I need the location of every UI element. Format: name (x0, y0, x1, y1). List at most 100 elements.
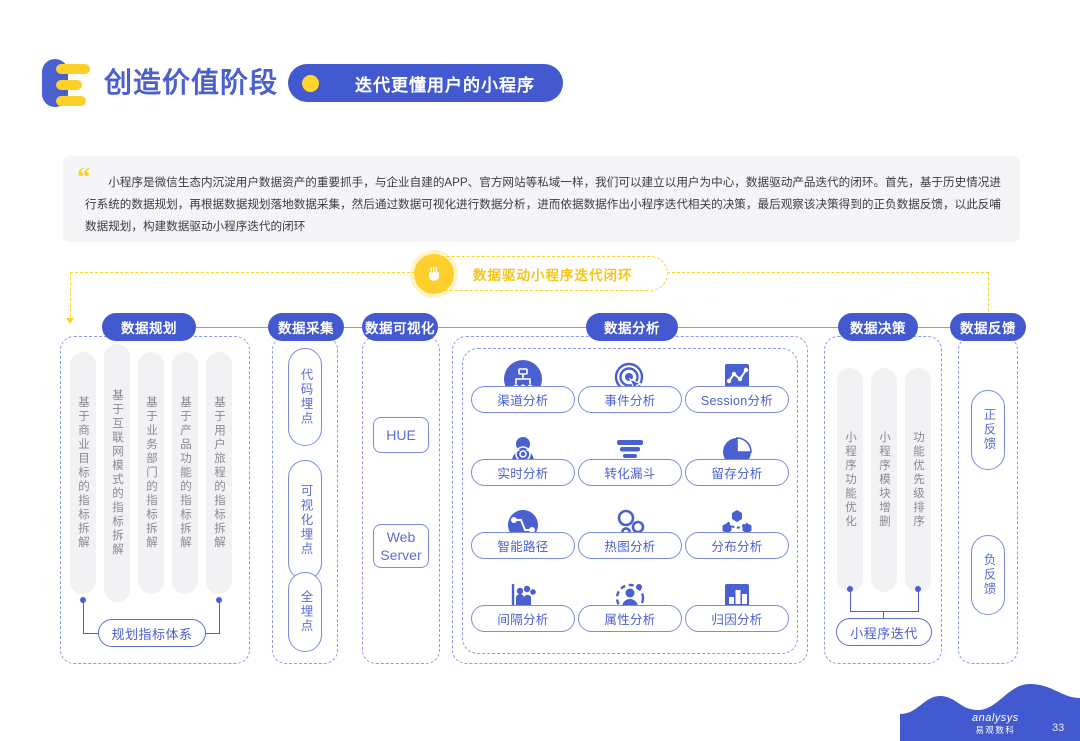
planning-item-2: 基于业务部门的指标拆解 (138, 352, 164, 594)
analysis-item-10-label: 属性分析 (578, 605, 682, 632)
analysis-item-2-label: Session分析 (685, 386, 789, 413)
planning-brace-dot-right (216, 597, 222, 603)
analysis-item-1[interactable]: 事件分析 (578, 360, 682, 420)
analysis-item-3-label: 实时分析 (471, 459, 575, 486)
visualization-item-1[interactable]: Web Server (373, 524, 429, 568)
header-badge: 迭代更懂用户的小程序 (288, 64, 564, 102)
connector-decision-feedback (918, 327, 950, 328)
loop-line-left-horizontal (70, 272, 420, 273)
feedback-item-0[interactable]: 正反馈 (971, 390, 1005, 470)
analysis-item-11-label: 归因分析 (685, 605, 789, 632)
planning-item-0: 基于商业目标的指标拆解 (70, 352, 96, 594)
planning-item-2-label: 基于业务部门的指标拆解 (145, 396, 157, 550)
analysis-item-5-label: 留存分析 (685, 459, 789, 486)
analysis-item-8-label: 分布分析 (685, 532, 789, 559)
loop-line-right-horizontal (667, 272, 989, 273)
collection-item-1-label: 可视化埋点 (298, 483, 313, 557)
planning-item-4-label: 基于用户旅程的指标拆解 (213, 396, 225, 550)
analysis-item-6-label: 智能路径 (471, 532, 575, 559)
feedback-item-0-label: 正反馈 (981, 408, 996, 452)
decision-brace-stem (883, 611, 884, 620)
analysis-item-8[interactable]: 分布分析 (685, 506, 789, 566)
collection-item-0[interactable]: 代码埋点 (288, 348, 322, 446)
planning-item-3-label: 基于产品功能的指标拆解 (179, 396, 191, 550)
stage-pill-visualization[interactable]: 数据可视化 (362, 313, 438, 341)
analysis-item-1-label: 事件分析 (578, 386, 682, 413)
column-visualization (362, 336, 440, 664)
distribution-node-icon (718, 506, 756, 544)
analysis-item-2[interactable]: Session分析 (685, 360, 789, 420)
analysis-item-4-label: 转化漏斗 (578, 459, 682, 486)
decision-item-0: 小程序功能优化 (837, 368, 863, 592)
analysis-item-5[interactable]: 留存分析 (685, 433, 789, 493)
analysis-item-6[interactable]: 智能路径 (471, 506, 575, 566)
decision-brace-left (850, 589, 851, 611)
stage-pill-analysis[interactable]: 数据分析 (586, 313, 678, 341)
collection-item-1[interactable]: 可视化埋点 (288, 460, 322, 580)
analysis-item-7[interactable]: 热图分析 (578, 506, 682, 566)
analysis-item-9-label: 间隔分析 (471, 605, 575, 632)
quote-mark-icon: “ (77, 162, 91, 192)
page-number: 33 (1052, 722, 1065, 734)
planning-item-1: 基于互联网模式的指标拆解 (104, 344, 130, 602)
footer-brand: analysys 易观数科 (972, 712, 1019, 736)
page-title: 创造价值阶段 (104, 67, 279, 98)
bar-chart-icon (718, 579, 756, 617)
stage-pill-feedback[interactable]: 数据反馈 (950, 313, 1026, 341)
collection-item-2-label: 全埋点 (298, 590, 313, 634)
line-chart-icon (718, 360, 756, 398)
planning-summary-pill[interactable]: 规划指标体系 (98, 619, 206, 647)
stage-pill-collection[interactable]: 数据采集 (268, 313, 344, 341)
analysis-item-9[interactable]: 间隔分析 (471, 579, 575, 639)
planning-item-3: 基于产品功能的指标拆解 (172, 352, 198, 594)
loop-line-right-vertical (988, 272, 989, 317)
decision-item-2: 功能优先级排序 (905, 368, 931, 592)
connector-collection-visualization (344, 327, 362, 328)
footer-brand-name-cn: 易观数科 (975, 725, 1016, 735)
decision-item-1-label: 小程序模块增删 (878, 431, 890, 529)
decision-item-0-label: 小程序功能优化 (844, 431, 856, 529)
collection-item-0-label: 代码埋点 (298, 368, 313, 426)
loop-line-left-vertical (70, 272, 71, 322)
realtime-user-icon (504, 433, 542, 471)
connector-planning-collection (196, 327, 272, 328)
loop-banner: 数据驱动小程序迭代闭环 (414, 254, 668, 294)
footer-brand-name: analysys (972, 712, 1019, 724)
planning-item-1-label: 基于互联网模式的指标拆解 (111, 389, 123, 557)
planning-item-0-label: 基于商业目标的指标拆解 (77, 396, 89, 550)
planning-brace-dot-left (80, 597, 86, 603)
visualization-item-0[interactable]: HUE (373, 417, 429, 453)
analysis-item-10[interactable]: 属性分析 (578, 579, 682, 639)
decision-brace-right (918, 589, 919, 611)
loop-banner-label: 数据驱动小程序迭代闭环 (473, 267, 633, 283)
stage-pill-decision[interactable]: 数据决策 (838, 313, 918, 341)
loop-arrow-icon (66, 318, 74, 324)
header-badge-label: 迭代更懂用户的小程序 (355, 75, 536, 95)
analysis-item-0[interactable]: 渠道分析 (471, 360, 575, 420)
decision-brace-dot-left (847, 586, 853, 592)
quote-text: 小程序是微信生态内沉淀用户数据资产的重要抓手，与企业自建的APP、官方网站等私域… (85, 176, 1001, 233)
analysis-item-3[interactable]: 实时分析 (471, 433, 575, 493)
feedback-item-1-label: 负反馈 (981, 553, 996, 597)
connector-analysis-decision (678, 327, 838, 328)
quote-block: “ 小程序是微信生态内沉淀用户数据资产的重要抓手，与企业自建的APP、官方网站等… (63, 156, 1020, 242)
stage-pill-planning[interactable]: 数据规划 (102, 313, 196, 341)
planning-brace-right (219, 600, 220, 633)
analysis-item-0-label: 渠道分析 (471, 386, 575, 413)
planning-brace-left (83, 600, 84, 633)
decision-brace-dot-right (915, 586, 921, 592)
collection-item-2[interactable]: 全埋点 (288, 572, 322, 652)
analysis-item-7-label: 热图分析 (578, 532, 682, 559)
decision-item-1: 小程序模块增删 (871, 368, 897, 592)
yellow-dot-icon (302, 74, 320, 92)
feedback-item-1[interactable]: 负反馈 (971, 535, 1005, 615)
decision-summary-pill[interactable]: 小程序迭代 (836, 618, 932, 646)
hand-cursor-icon (414, 254, 454, 294)
decision-brace-bottom (850, 611, 919, 612)
analysis-item-4[interactable]: 转化漏斗 (578, 433, 682, 493)
connector-visualization-analysis (438, 327, 586, 328)
planning-item-4: 基于用户旅程的指标拆解 (206, 352, 232, 594)
analysis-item-11[interactable]: 归因分析 (685, 579, 789, 639)
footer-wave-decoration (900, 676, 1080, 741)
